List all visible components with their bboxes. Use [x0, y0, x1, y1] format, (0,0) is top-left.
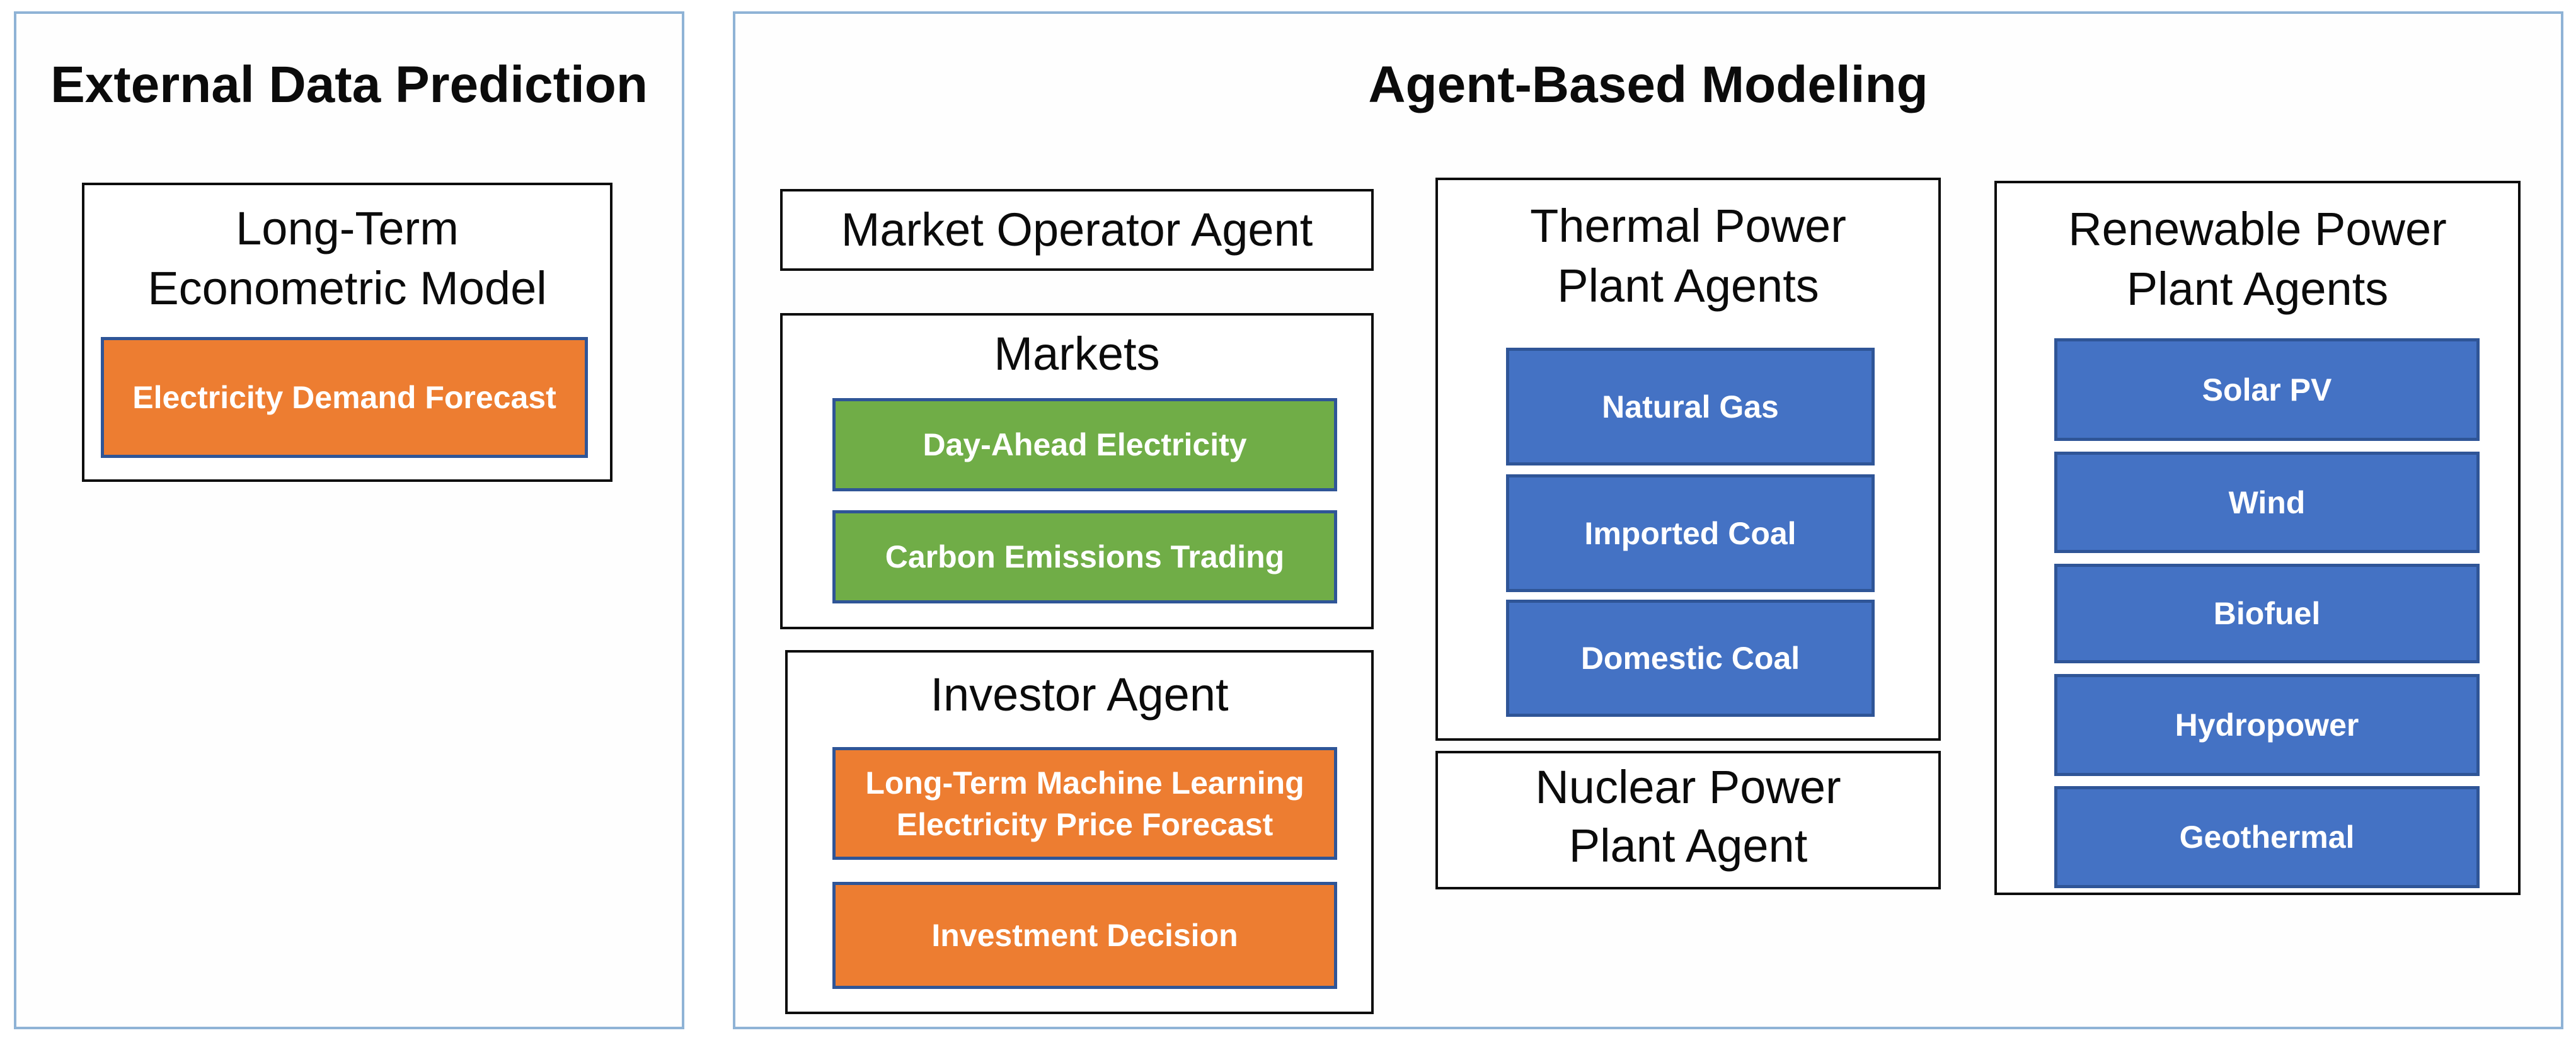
solar-pv-box: Solar PV: [2054, 338, 2480, 441]
renewable-power-plant-agents-box: Renewable Power Plant Agents Solar PV Wi…: [1994, 181, 2521, 895]
imported-coal-label: Imported Coal: [1584, 515, 1797, 551]
electricity-demand-forecast-label: Electricity Demand Forecast: [132, 380, 556, 415]
agent-based-modeling-panel: Agent-Based Modeling Market Operator Age…: [733, 11, 2563, 1029]
day-ahead-electricity-box: Day-Ahead Electricity: [832, 398, 1337, 491]
agent-based-modeling-title: Agent-Based Modeling: [1368, 56, 1928, 113]
external-data-prediction-panel: External Data Prediction Long-Term Econo…: [14, 11, 684, 1029]
markets-title: Markets: [994, 328, 1160, 380]
wind-box: Wind: [2054, 452, 2480, 553]
econometric-model-box: Long-Term Econometric Model Electricity …: [82, 183, 612, 482]
natural-gas-label: Natural Gas: [1602, 389, 1779, 425]
domestic-coal-box: Domestic Coal: [1506, 600, 1875, 717]
thermal-power-plant-agents-title: Thermal Power Plant Agents: [1530, 200, 1846, 312]
ml-price-forecast-box: Long-Term Machine Learning Electricity P…: [832, 747, 1337, 860]
wind-label: Wind: [2228, 484, 2306, 520]
solar-pv-label: Solar PV: [2202, 372, 2332, 408]
ml-price-forecast-label-line2: Electricity Price Forecast: [896, 806, 1274, 842]
thermal-power-plant-agents-box: Thermal Power Plant Agents Natural Gas I…: [1435, 178, 1941, 741]
nuclear-power-plant-agent-box: Nuclear Power Plant Agent: [1435, 751, 1941, 889]
electricity-demand-forecast-box: Electricity Demand Forecast: [101, 337, 588, 458]
market-operator-agent-title: Market Operator Agent: [841, 203, 1313, 256]
hydropower-box: Hydropower: [2054, 674, 2480, 776]
markets-box: Markets Day-Ahead Electricity Carbon Emi…: [780, 313, 1374, 629]
renewable-power-plant-agents-title: Renewable Power Plant Agents: [2068, 203, 2447, 315]
biofuel-box: Biofuel: [2054, 564, 2480, 663]
geothermal-box: Geothermal: [2054, 786, 2480, 888]
geothermal-label: Geothermal: [2179, 819, 2355, 855]
natural-gas-box: Natural Gas: [1506, 348, 1875, 465]
market-operator-agent-box: Market Operator Agent: [780, 189, 1374, 271]
external-data-prediction-title: External Data Prediction: [50, 56, 648, 113]
hydropower-label: Hydropower: [2175, 707, 2359, 743]
ml-price-forecast-label-line1: Long-Term Machine Learning: [865, 765, 1304, 801]
domestic-coal-label: Domestic Coal: [1580, 641, 1800, 676]
nuclear-power-plant-agent-title: Nuclear Power Plant Agent: [1535, 761, 1841, 872]
carbon-emissions-trading-label: Carbon Emissions Trading: [885, 539, 1285, 574]
investor-agent-box: Investor Agent Long-Term Machine Learnin…: [785, 650, 1374, 1014]
econometric-model-title: Long-Term Econometric Model: [147, 202, 547, 314]
day-ahead-electricity-label: Day-Ahead Electricity: [923, 427, 1247, 462]
investment-decision-label: Investment Decision: [931, 918, 1238, 953]
biofuel-label: Biofuel: [2213, 596, 2321, 631]
imported-coal-box: Imported Coal: [1506, 474, 1875, 592]
investment-decision-box: Investment Decision: [832, 882, 1337, 989]
carbon-emissions-trading-box: Carbon Emissions Trading: [832, 510, 1337, 603]
investor-agent-title: Investor Agent: [930, 668, 1229, 721]
